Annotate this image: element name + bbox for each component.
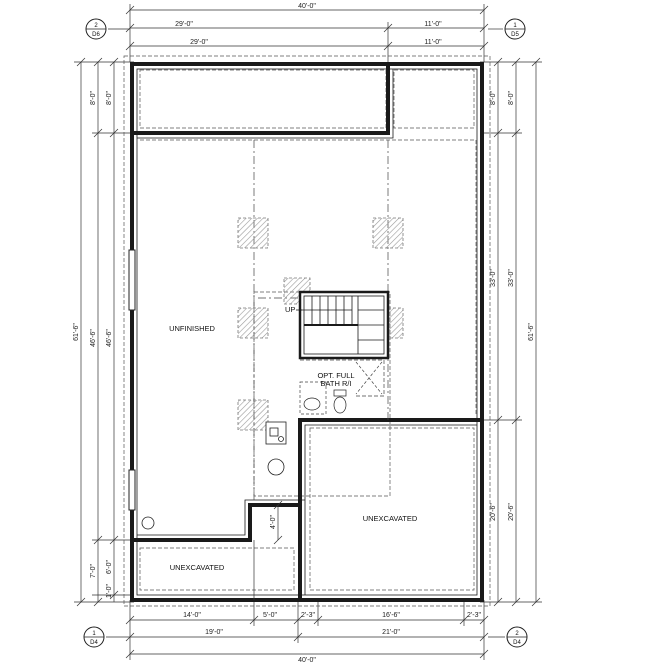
foundation-walls — [130, 62, 484, 602]
dim-top-left-1: 29'-0" — [175, 21, 193, 28]
section-tag-top-left: 2 D6 — [85, 18, 130, 40]
tag-tr-sheet: D5 — [511, 32, 519, 38]
section-tag-top-right: 1 D5 — [488, 18, 526, 40]
tag-br-sheet: D4 — [513, 640, 521, 646]
tag-bl-num: 1 — [92, 631, 96, 637]
dim-bottom-seg-3: 2'-3" — [301, 612, 315, 619]
dim-left-lower-a: 6'-0" — [106, 560, 113, 574]
bath-label-2: BATH R/I — [320, 379, 351, 388]
dim-right-mid-b: 33'-0" — [508, 269, 515, 287]
bottom-dimensions — [125, 600, 489, 660]
wall-inner-lines — [136, 68, 478, 596]
dim-bottom-seg-2: 5'-0" — [263, 612, 277, 619]
room-label-unexcavated-left: UNEXCAVATED — [170, 563, 225, 572]
dim-bottom-seg-4: 16'-6" — [382, 612, 400, 619]
bath-area — [299, 359, 385, 415]
dim-left-bottom: 1'-0" — [106, 584, 113, 598]
tag-tr-num: 1 — [513, 23, 517, 29]
tag-bl-sheet: D4 — [90, 640, 98, 646]
toilet-fixture — [333, 389, 347, 414]
dim-top-overall: 40'-0" — [298, 3, 316, 10]
dim-right-top-a: 8'-0" — [490, 91, 497, 105]
dim-top-left-2: 29'-0" — [190, 39, 208, 46]
dim-left-mid-b: 46'-6" — [106, 329, 113, 347]
dim-left-overall: 61'-6" — [73, 323, 80, 341]
section-tag-bottom-right: 2 D4 — [488, 626, 528, 648]
dim-top-right-2: 11'-0" — [424, 39, 442, 46]
pier-pad — [237, 307, 269, 339]
right-dimensions — [480, 57, 542, 607]
dim-left-top-b: 8'-0" — [106, 91, 113, 105]
window-marks — [128, 249, 136, 511]
dim-left-mid-a: 46'-6" — [90, 329, 97, 347]
dim-right-top-b: 8'-0" — [508, 91, 515, 105]
dim-left-lower-b: 7'-0" — [90, 564, 97, 578]
tag-tl-num: 2 — [94, 23, 98, 29]
sump-pit — [141, 516, 155, 530]
pier-pad — [237, 217, 269, 249]
room-label-unexcavated-right: UNEXCAVATED — [363, 514, 418, 523]
dim-top-right-1: 11'-0" — [424, 21, 442, 28]
top-dimensions — [125, 4, 489, 62]
dim-right-mid-a: 33'-0" — [490, 269, 497, 287]
tag-tl-sheet: D6 — [92, 32, 100, 38]
pier-pad — [372, 217, 404, 249]
mechanical-equipment — [141, 421, 287, 530]
dim-bottom-left-2: 19'-0" — [205, 629, 223, 636]
dim-right-low-a: 20'-6" — [490, 503, 497, 521]
dim-bottom-right-2: 21'-0" — [382, 629, 400, 636]
pier-pad — [237, 399, 269, 431]
left-dimensions — [74, 57, 134, 607]
staircase — [296, 290, 390, 360]
bath-label-1: OPT. FULL — [317, 371, 354, 380]
room-label-unfinished: UNFINISHED — [169, 324, 215, 333]
dim-inner-step: 4'-0" — [270, 515, 277, 529]
inner-dimension — [253, 500, 283, 600]
dim-bottom-overall: 40'-0" — [298, 657, 316, 664]
dim-right-overall: 61'-6" — [528, 323, 535, 341]
footing-outlines — [123, 55, 491, 607]
stair-up-label: UP — [285, 305, 295, 314]
tag-br-num: 2 — [515, 631, 519, 637]
dim-bottom-seg-5: 2'-3" — [467, 612, 481, 619]
dim-bottom-seg-1: 14'-0" — [183, 612, 201, 619]
dim-right-low-b: 20'-6" — [508, 503, 515, 521]
dim-left-top-a: 8'-0" — [90, 91, 97, 105]
sink-fixture — [303, 397, 321, 411]
water-heater — [267, 458, 285, 476]
section-tag-bottom-left: 1 D4 — [83, 626, 130, 648]
